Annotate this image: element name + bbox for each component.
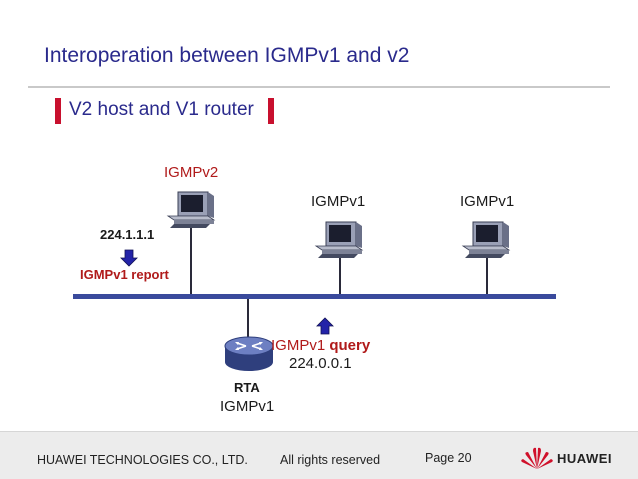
query-address: 224.0.0.1 bbox=[289, 355, 352, 372]
router-version: IGMPv1 bbox=[220, 398, 275, 415]
footer-rights: All rights reserved bbox=[280, 453, 381, 467]
host-igmpv2-icon bbox=[167, 191, 215, 229]
footer-page: Page 20 bbox=[425, 451, 472, 465]
report-label: IGMPv1 report bbox=[80, 267, 169, 282]
slide-title: Interoperation between IGMPv1 and v2 bbox=[44, 44, 410, 67]
network-diagram bbox=[73, 191, 556, 371]
huawei-logo-icon bbox=[521, 447, 553, 469]
subtitle-left-bar bbox=[55, 98, 61, 124]
subtitle: V2 host and V1 router bbox=[69, 99, 254, 120]
huawei-logo-text: HUAWEI bbox=[557, 451, 612, 466]
host-igmpv1-b-label: IGMPv1 bbox=[460, 193, 515, 210]
network-bus bbox=[73, 294, 556, 299]
router-icon bbox=[224, 336, 274, 371]
host-igmpv1-b-icon bbox=[462, 221, 510, 259]
title-divider bbox=[28, 86, 610, 88]
query-label-bold: query bbox=[329, 337, 371, 354]
query-up-arrow-icon bbox=[316, 317, 334, 335]
query-label-prefix: IGMPv1 bbox=[271, 337, 326, 354]
query-label: IGMPv1 query bbox=[271, 337, 370, 354]
footer: HUAWEI TECHNOLOGIES CO., LTD. All rights… bbox=[0, 431, 638, 479]
footer-company: HUAWEI TECHNOLOGIES CO., LTD. bbox=[37, 453, 248, 467]
router-name: RTA bbox=[234, 380, 260, 395]
report-down-arrow-icon bbox=[120, 249, 138, 267]
subtitle-right-bar bbox=[268, 98, 274, 124]
host-igmpv1-a-label: IGMPv1 bbox=[311, 193, 366, 210]
report-address: 224.1.1.1 bbox=[100, 227, 155, 242]
host-igmpv2-label: IGMPv2 bbox=[164, 164, 219, 181]
host-igmpv1-a-icon bbox=[315, 221, 363, 259]
